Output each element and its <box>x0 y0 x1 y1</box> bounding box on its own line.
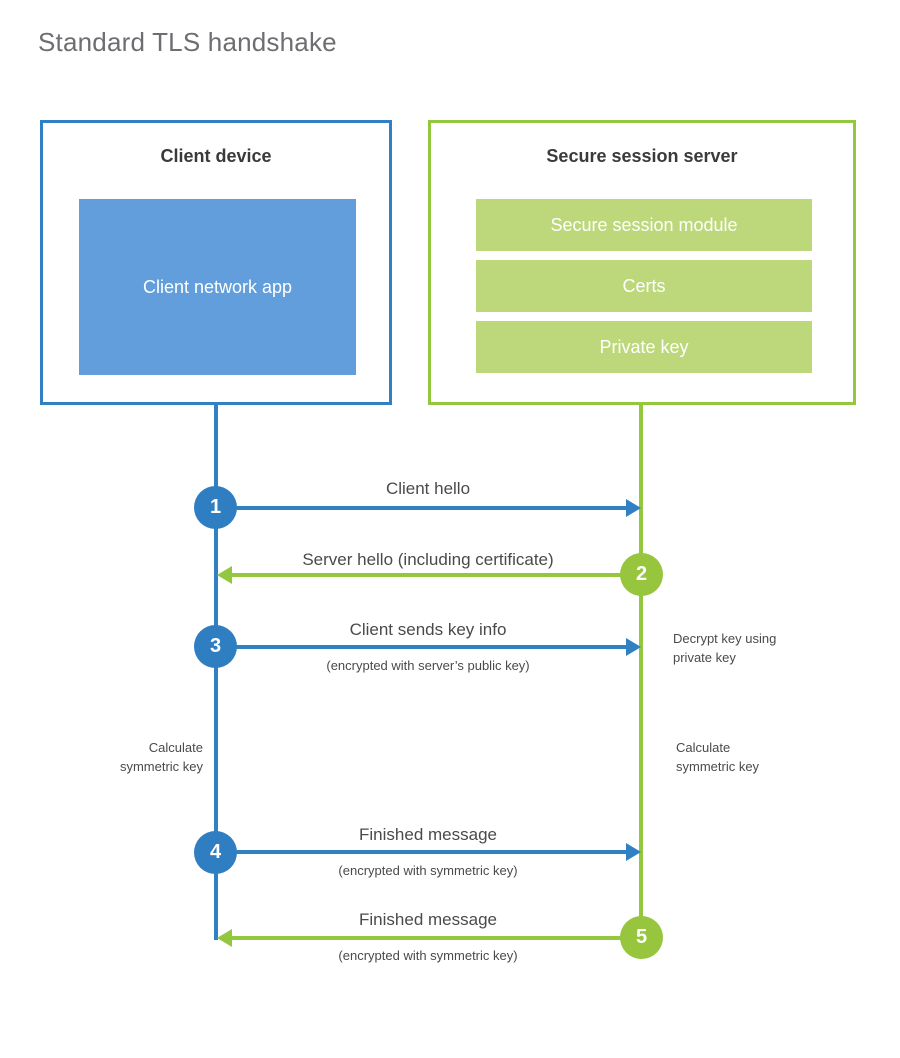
step-5-sublabel: (encrypted with symmetric key) <box>338 948 518 963</box>
server-component-certs: Certs <box>476 260 812 312</box>
step-badge-3[interactable]: 3 <box>194 625 237 668</box>
step-4-arrow-line <box>216 850 626 854</box>
step-5-arrow-line <box>232 936 641 940</box>
server-component-secure-session-module: Secure session module <box>476 199 812 251</box>
step-1-arrow-head <box>626 499 641 517</box>
step-badge-1[interactable]: 1 <box>194 486 237 529</box>
step-4-label: Finished message <box>359 825 497 844</box>
secure-session-server-box: Secure session server Secure session mod… <box>428 120 856 405</box>
secure-session-server-title: Secure session server <box>546 146 738 166</box>
client-lifeline <box>214 403 218 940</box>
step-3-label: Client sends key info <box>349 620 507 639</box>
annotation-client-calculate-symmetric-key: Calculate symmetric key <box>119 740 203 774</box>
step-1-arrow-line <box>216 506 626 510</box>
page-title: Standard TLS handshake <box>38 27 337 57</box>
step-2-arrow-head <box>217 566 232 584</box>
step-3-arrow-line <box>216 645 626 649</box>
annotation-decrypt-key: Decrypt key using private key <box>673 631 777 665</box>
step-badge-4[interactable]: 4 <box>194 831 237 874</box>
step-3-arrow-head <box>626 638 641 656</box>
client-network-app-block: Client network app <box>79 199 356 375</box>
step-badge-5[interactable]: 5 <box>620 916 663 959</box>
step-1-label: Client hello <box>385 479 471 498</box>
step-5-label: Finished message <box>359 910 497 929</box>
step-badge-2[interactable]: 2 <box>620 553 663 596</box>
client-device-title: Client device <box>160 146 272 166</box>
annotation-server-calculate-symmetric-key: Calculate symmetric key <box>676 740 760 774</box>
step-3-sublabel: (encrypted with server’s public key) <box>326 658 530 673</box>
step-4-sublabel: (encrypted with symmetric key) <box>338 863 518 878</box>
step-5-arrow-head <box>217 929 232 947</box>
server-component-list: Secure session module Certs Private key <box>476 199 812 373</box>
step-2-label: Server hello (including certificate) <box>302 550 554 569</box>
step-2-arrow-line <box>232 573 641 577</box>
server-lifeline <box>639 403 643 930</box>
step-4-arrow-head <box>626 843 641 861</box>
server-component-private-key: Private key <box>476 321 812 373</box>
client-device-box: Client device Client network app <box>40 120 392 405</box>
